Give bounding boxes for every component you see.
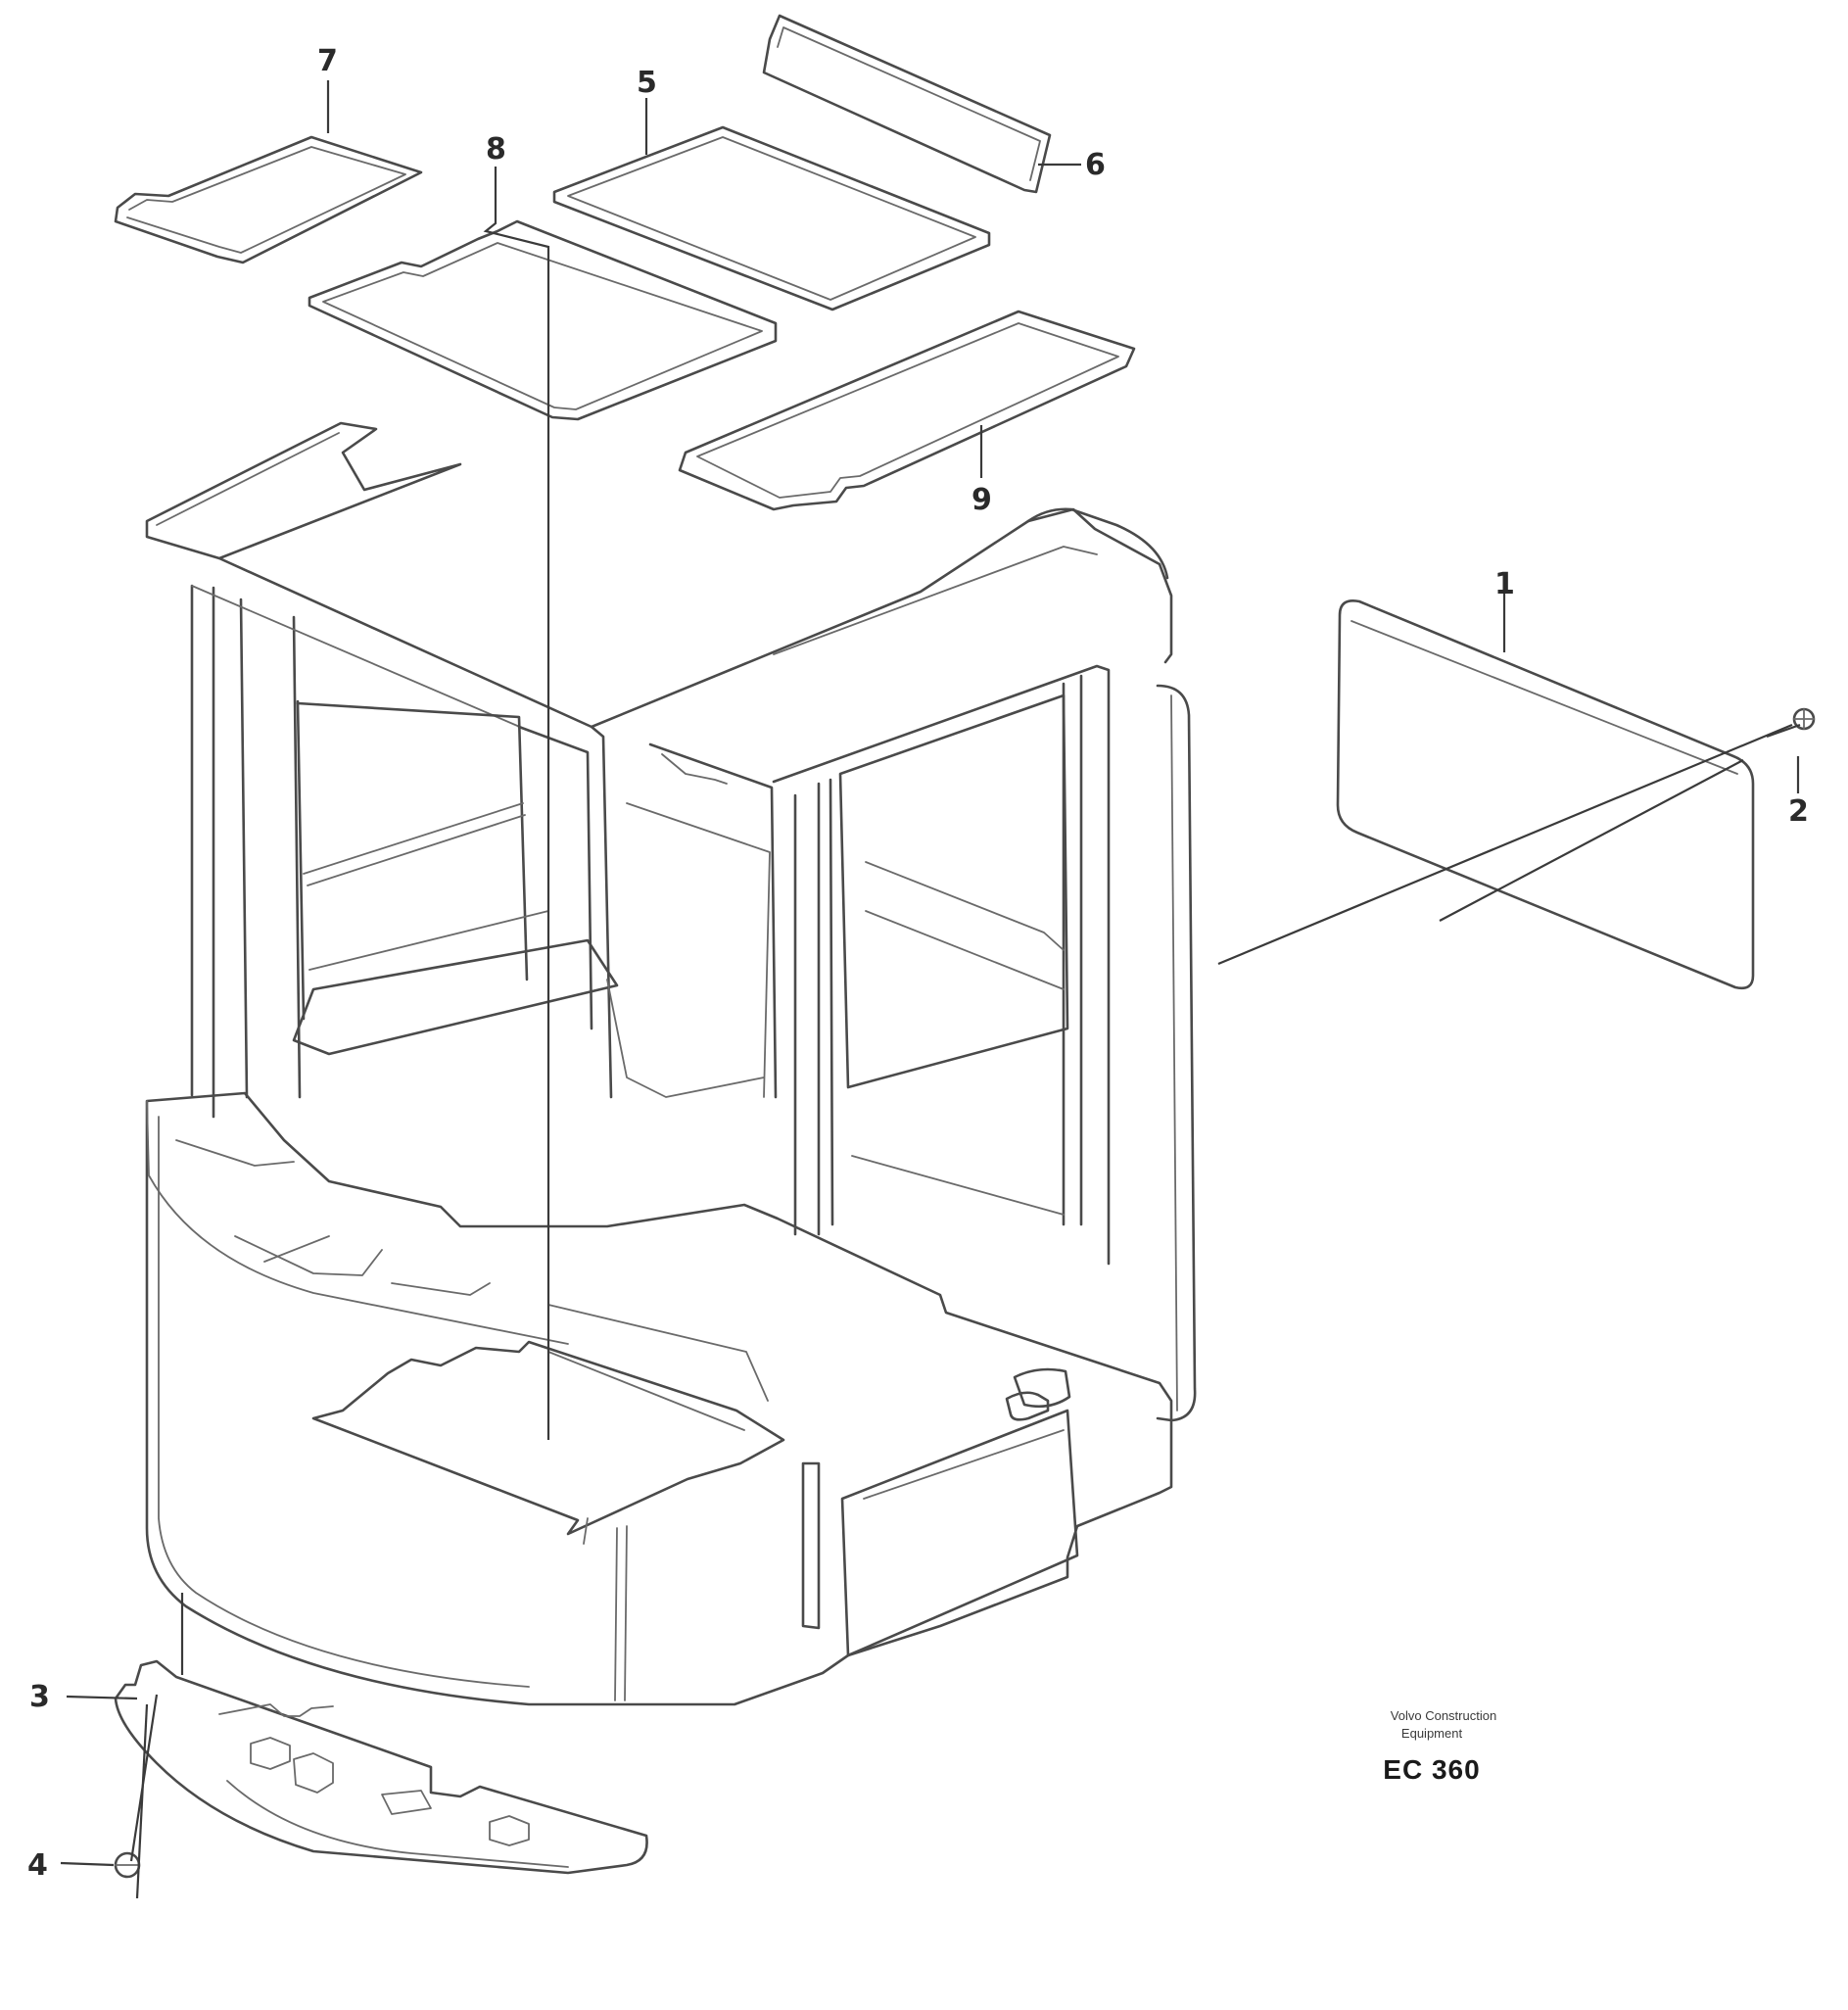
callout-9: 9	[971, 483, 992, 517]
operator-cab-body	[145, 421, 1197, 1706]
callout-3: 3	[29, 1680, 50, 1714]
diagram-caption: Volvo Construction Equipment EC 360	[1383, 1708, 1496, 1785]
roof-strip-6	[762, 14, 1052, 194]
callout-8: 8	[486, 132, 506, 167]
callout-7: 7	[317, 44, 338, 78]
roof-panel-8	[308, 219, 778, 421]
roof-panel-9	[678, 310, 1136, 511]
caption-brand-line2: Equipment	[1401, 1726, 1463, 1741]
leader-lines	[60, 80, 1801, 1899]
roof-panel-5	[552, 125, 991, 311]
roof-panel-7	[114, 135, 423, 264]
bolt-2	[1792, 707, 1816, 731]
callout-numbers: 7 8 5 6 9 1 2 3 4	[27, 44, 1809, 1883]
callout-4: 4	[27, 1848, 48, 1883]
caption-brand: Volvo Construction	[1391, 1708, 1496, 1723]
callout-5: 5	[637, 66, 657, 100]
side-window-glass-1	[1336, 599, 1755, 990]
callout-6: 6	[1085, 148, 1106, 182]
bottom-guard-plate-3	[114, 1659, 648, 1875]
callout-2: 2	[1788, 794, 1809, 829]
callout-1: 1	[1494, 567, 1515, 601]
bolt-4	[114, 1851, 141, 1879]
caption-model-code: EC 360	[1383, 1754, 1480, 1785]
